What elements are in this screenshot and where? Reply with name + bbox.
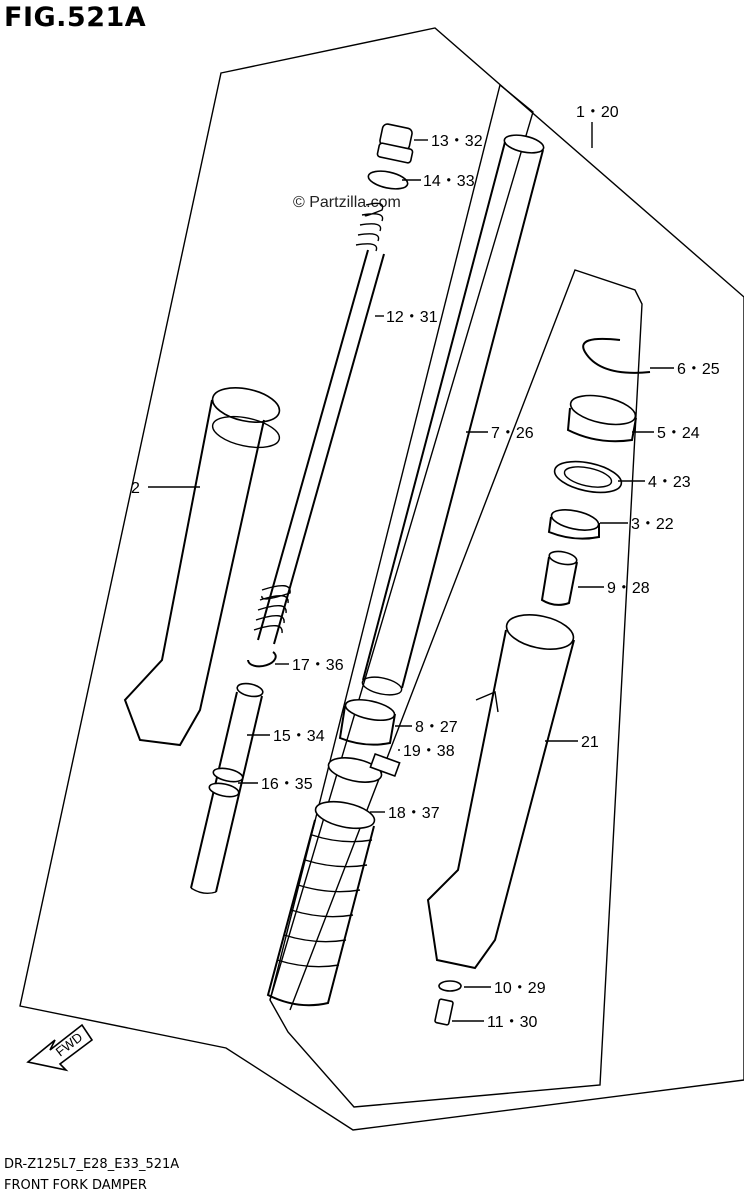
callout-19-38: 19・38: [403, 743, 455, 760]
figure-title: FIG.521A: [4, 2, 147, 33]
cap-bolt: [376, 123, 414, 164]
drain-bolt: [434, 998, 454, 1026]
outer-tube: [123, 387, 281, 747]
callout-12-31: 12・31: [386, 309, 438, 326]
fwd-arrow: FWD: [26, 1023, 94, 1072]
drain-gasket: [438, 980, 462, 992]
retaining-clip: [582, 337, 651, 374]
oil-lock-piece: [540, 550, 578, 606]
boot-clamp: [327, 752, 401, 783]
callout-15-34: 15・34: [273, 728, 325, 745]
callout-3-22: 3・22: [631, 516, 674, 533]
callout-9-28: 9・28: [607, 580, 650, 597]
callout-4-23: 4・23: [648, 474, 691, 491]
circlip: [247, 651, 277, 668]
assembly-outline: [19, 27, 744, 1131]
fork-boot: [266, 800, 376, 1007]
model-code: DR-Z125L7_E28_E33_521A: [4, 1157, 180, 1172]
callout-7-26: 7・26: [491, 425, 534, 442]
seal-washer: [553, 460, 623, 494]
callout-17-36: 17・36: [292, 657, 344, 674]
oil-seal: [566, 394, 637, 443]
callout-6-25: 6・25: [677, 361, 720, 378]
inner-panel-outline: [269, 84, 643, 1108]
guide-bushing: [547, 509, 600, 540]
callout-13-32: 13・32: [431, 133, 483, 150]
callout-8-27: 8・27: [415, 719, 458, 736]
assembly-name: FRONT FORK DAMPER: [4, 1178, 147, 1193]
rebound-spring: [253, 585, 291, 634]
watermark: © Partzilla.com: [293, 194, 401, 211]
callout-5-24: 5・24: [657, 425, 700, 442]
damper-rod: [257, 202, 385, 645]
callout-11-30: 11・30: [487, 1014, 538, 1031]
callout-18-37: 18・37: [388, 805, 440, 822]
callout-16-35: 16・35: [261, 776, 313, 793]
callout-1-20: 1・20: [576, 104, 619, 121]
callout-14-33: 14・33: [423, 173, 475, 190]
o-ring: [367, 170, 409, 190]
callout-2: 2: [131, 480, 140, 497]
inner-tube: [361, 134, 545, 696]
slide-bushing: [338, 698, 396, 746]
rod-ring: [208, 767, 244, 798]
outer-tube-right: [426, 614, 575, 970]
leader-lines: [148, 122, 674, 1022]
callout-10-29: 10・29: [494, 980, 546, 997]
callout-21: 21: [581, 734, 599, 751]
